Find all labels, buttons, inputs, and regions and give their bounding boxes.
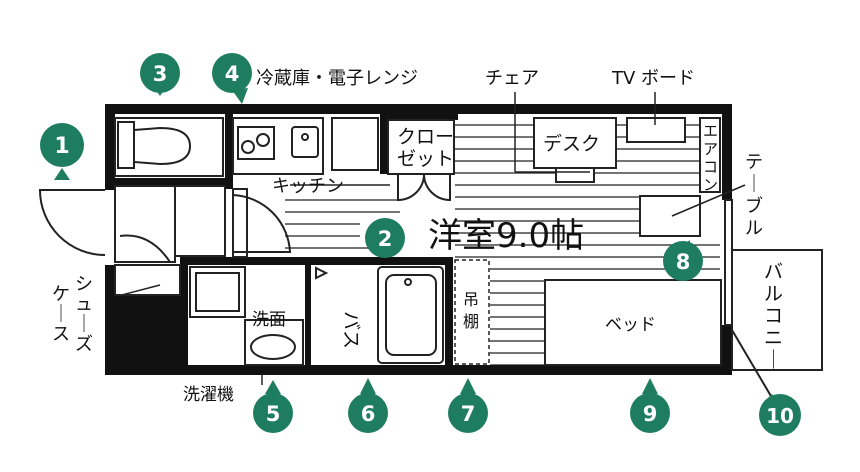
floor-hatching: [285, 124, 720, 366]
badge-10-text: 10: [766, 404, 794, 428]
badge-7: 7: [448, 378, 488, 433]
wash-area: [189, 266, 304, 366]
shoe-case-char-4: ズ: [75, 334, 93, 355]
toilet: [114, 117, 224, 177]
hanging-shelf: [454, 259, 490, 365]
closet-label-2: ゼット: [397, 148, 454, 170]
badge-6: 6: [348, 378, 388, 433]
closet-doors: [387, 119, 455, 202]
washbasin-label: 洗面: [252, 310, 286, 330]
badge-1: 1: [40, 123, 84, 180]
badge-5: 5: [253, 380, 293, 433]
badge-8-text: 8: [676, 250, 691, 274]
aircon-char-1: エ: [703, 122, 718, 140]
table-char-4: ル: [745, 218, 763, 239]
aircon-char-4: ン: [703, 176, 718, 194]
badge-2-text: 2: [378, 227, 393, 251]
shoe-case-char-2: ュ: [75, 294, 93, 315]
aircon-char-2: ア: [703, 140, 718, 158]
shoe-case-char-1: シ: [75, 274, 93, 295]
badge-10: 10: [759, 394, 801, 436]
kitchen-counter: [232, 117, 379, 175]
balcony-char-3: コ: [764, 305, 783, 327]
badge-6-text: 6: [361, 402, 376, 426]
table-char-3: ブ: [745, 195, 763, 217]
badge-5-text: 5: [266, 402, 281, 426]
table-char-1: テ: [745, 152, 763, 173]
badge-2: 2: [365, 218, 405, 258]
entrance: [38, 185, 292, 296]
desk-label: デスク: [543, 133, 600, 155]
bed: [544, 279, 722, 366]
shoe-case-char-3: ｜: [75, 314, 93, 335]
room-label: 洋室9.0帖: [428, 216, 584, 256]
washing-machine-label: 洗濯機: [183, 385, 234, 405]
shoe-case-char-6: ｜: [52, 304, 70, 325]
kitchen-label: キッチン: [272, 176, 344, 197]
bathtub: [315, 266, 444, 364]
badge-8: 8: [663, 240, 703, 281]
bath-label: バス: [340, 311, 362, 349]
bed-label: ベッド: [605, 315, 656, 335]
shoe-case-char-7: ス: [52, 324, 70, 345]
badge-9-text: 9: [643, 402, 658, 426]
fridge-microwave-label: 冷蔵庫・電子レンジ: [256, 68, 418, 89]
balcony-char-1: バ: [764, 261, 783, 283]
balcony-char-2: ル: [764, 283, 783, 305]
badge-7-text: 7: [461, 402, 476, 426]
balcony-char-5: ｜: [764, 349, 783, 371]
badge-1-text: 1: [54, 134, 69, 159]
badge-4-text: 4: [225, 62, 240, 86]
aircon-char-3: コ: [703, 158, 718, 176]
balcony: [724, 199, 823, 409]
shelf-char-1: 吊: [463, 290, 479, 309]
badge-3-text: 3: [153, 62, 168, 86]
tv-board-label: TV ボード: [611, 68, 695, 89]
balcony-char-4: ニ: [764, 327, 783, 349]
table-char-2: ｜: [745, 174, 763, 195]
shelf-char-2: 棚: [463, 312, 479, 331]
badge-4: 4: [212, 53, 252, 104]
shoe-case-char-5: ケ: [52, 284, 70, 305]
closet-label-1: クロー: [397, 126, 454, 148]
badge-3: 3: [140, 53, 180, 96]
chair-label: チェア: [485, 68, 539, 89]
walls: [105, 104, 732, 375]
badge-9: 9: [630, 378, 670, 433]
